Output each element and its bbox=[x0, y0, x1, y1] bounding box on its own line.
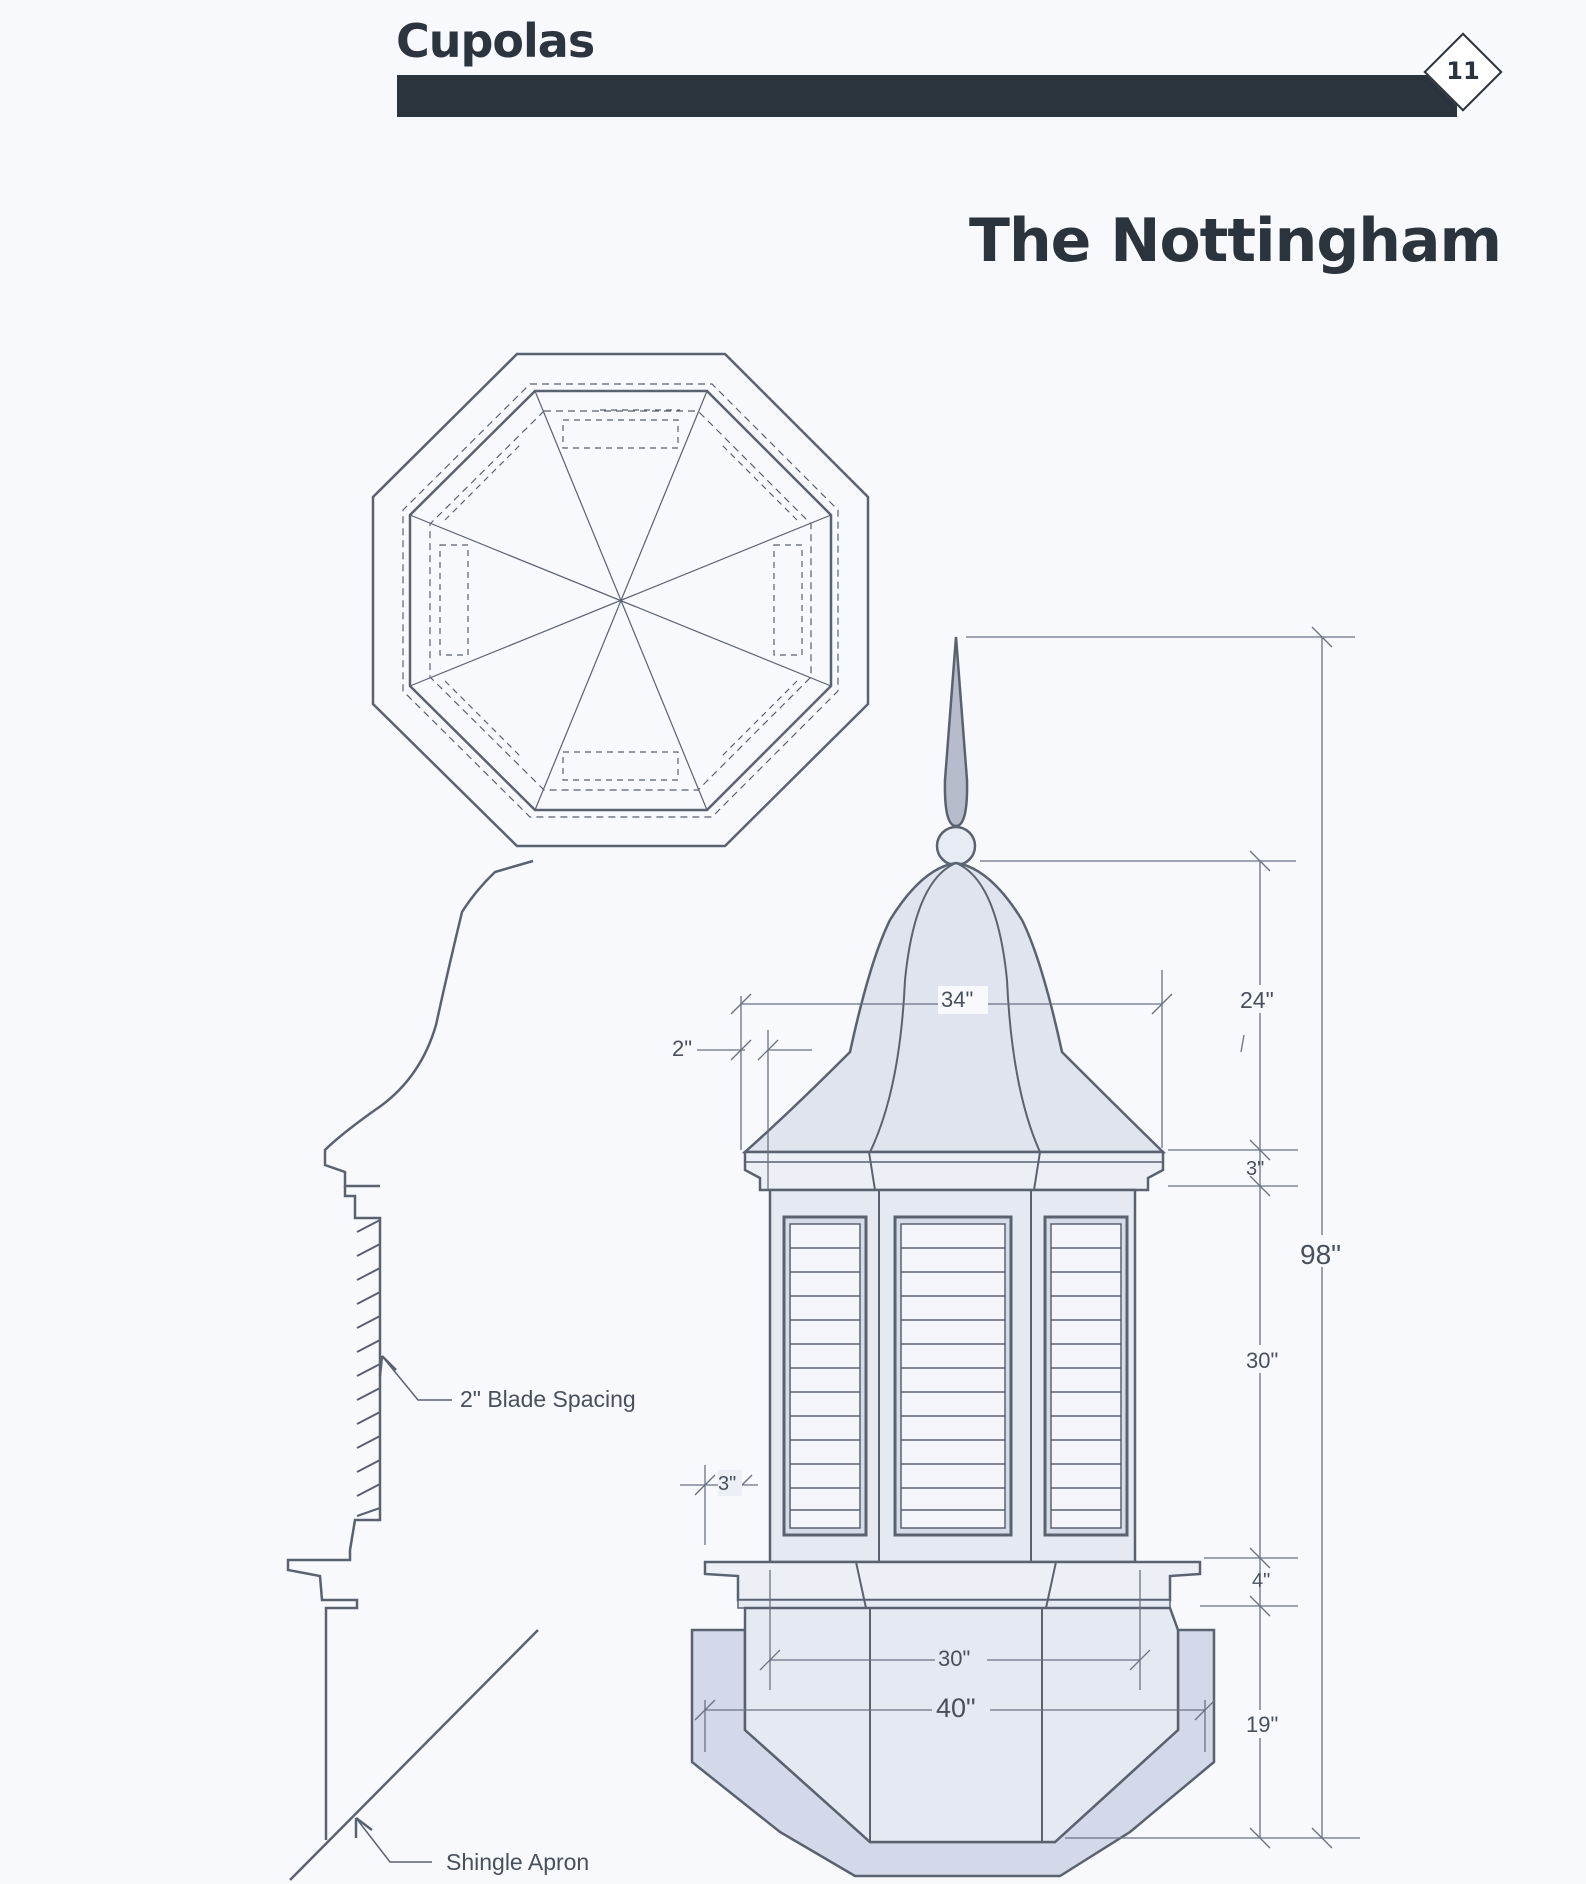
finial-spire bbox=[943, 636, 969, 828]
finial-ball bbox=[935, 825, 977, 867]
louver-blades bbox=[790, 1247, 1121, 1511]
roof-ribs bbox=[869, 862, 1041, 1153]
section-louver-blades bbox=[356, 1219, 381, 1517]
front-elevation bbox=[690, 636, 1216, 1878]
base-band bbox=[703, 1560, 1202, 1602]
plan-rib-lines bbox=[409, 390, 832, 811]
section-shingle-apron-line bbox=[289, 1629, 539, 1881]
callout-shingle-apron: Shingle Apron bbox=[446, 1849, 589, 1875]
plan-dashed-octagon bbox=[402, 383, 839, 818]
page-number: 11 bbox=[1446, 57, 1480, 85]
dim-roof-overhang: 2" bbox=[672, 1036, 692, 1061]
dim-cornice-height: 3" bbox=[1246, 1158, 1264, 1180]
plan-louver-rectangles bbox=[439, 409, 803, 781]
model-title: The Nottingham bbox=[969, 206, 1502, 276]
dim-base-outer-width: 40" bbox=[936, 1693, 976, 1723]
louver-panel-left bbox=[782, 1215, 868, 1537]
louver-panel-right bbox=[1043, 1215, 1129, 1537]
roof-cornice bbox=[743, 1150, 1165, 1192]
dimension-labels: 98" 24" 3" 30" 4" 19" 34" 2" 3" 30" 40" bbox=[672, 985, 1350, 1738]
louver-panel-center bbox=[893, 1215, 1013, 1537]
base-body bbox=[743, 1606, 1180, 1844]
dim-overall-height: 98" bbox=[1300, 1239, 1341, 1270]
section-roof-curve bbox=[323, 859, 534, 1188]
dim-roof-height: 24" bbox=[1240, 987, 1274, 1013]
top-plan-view bbox=[371, 352, 870, 848]
dim-roof-width: 34" bbox=[941, 987, 973, 1012]
plan-dashed-octagon-inner bbox=[429, 410, 812, 791]
callouts bbox=[354, 1355, 452, 1863]
header-bar bbox=[397, 75, 1457, 117]
section-louver-wall bbox=[286, 1186, 382, 1840]
dim-band-height: 4" bbox=[1252, 1570, 1270, 1592]
callout-blade-spacing: 2" Blade Spacing bbox=[460, 1386, 636, 1412]
dim-corner-width: 3" bbox=[718, 1473, 736, 1495]
side-section-profile bbox=[286, 859, 539, 1881]
page-number-badge: 11 bbox=[1423, 32, 1503, 112]
section-title: Cupolas bbox=[396, 14, 595, 68]
dim-base-inner-width: 30" bbox=[938, 1646, 970, 1671]
dim-base-height: 19" bbox=[1246, 1712, 1278, 1737]
dim-louver-height: 30" bbox=[1246, 1348, 1278, 1373]
